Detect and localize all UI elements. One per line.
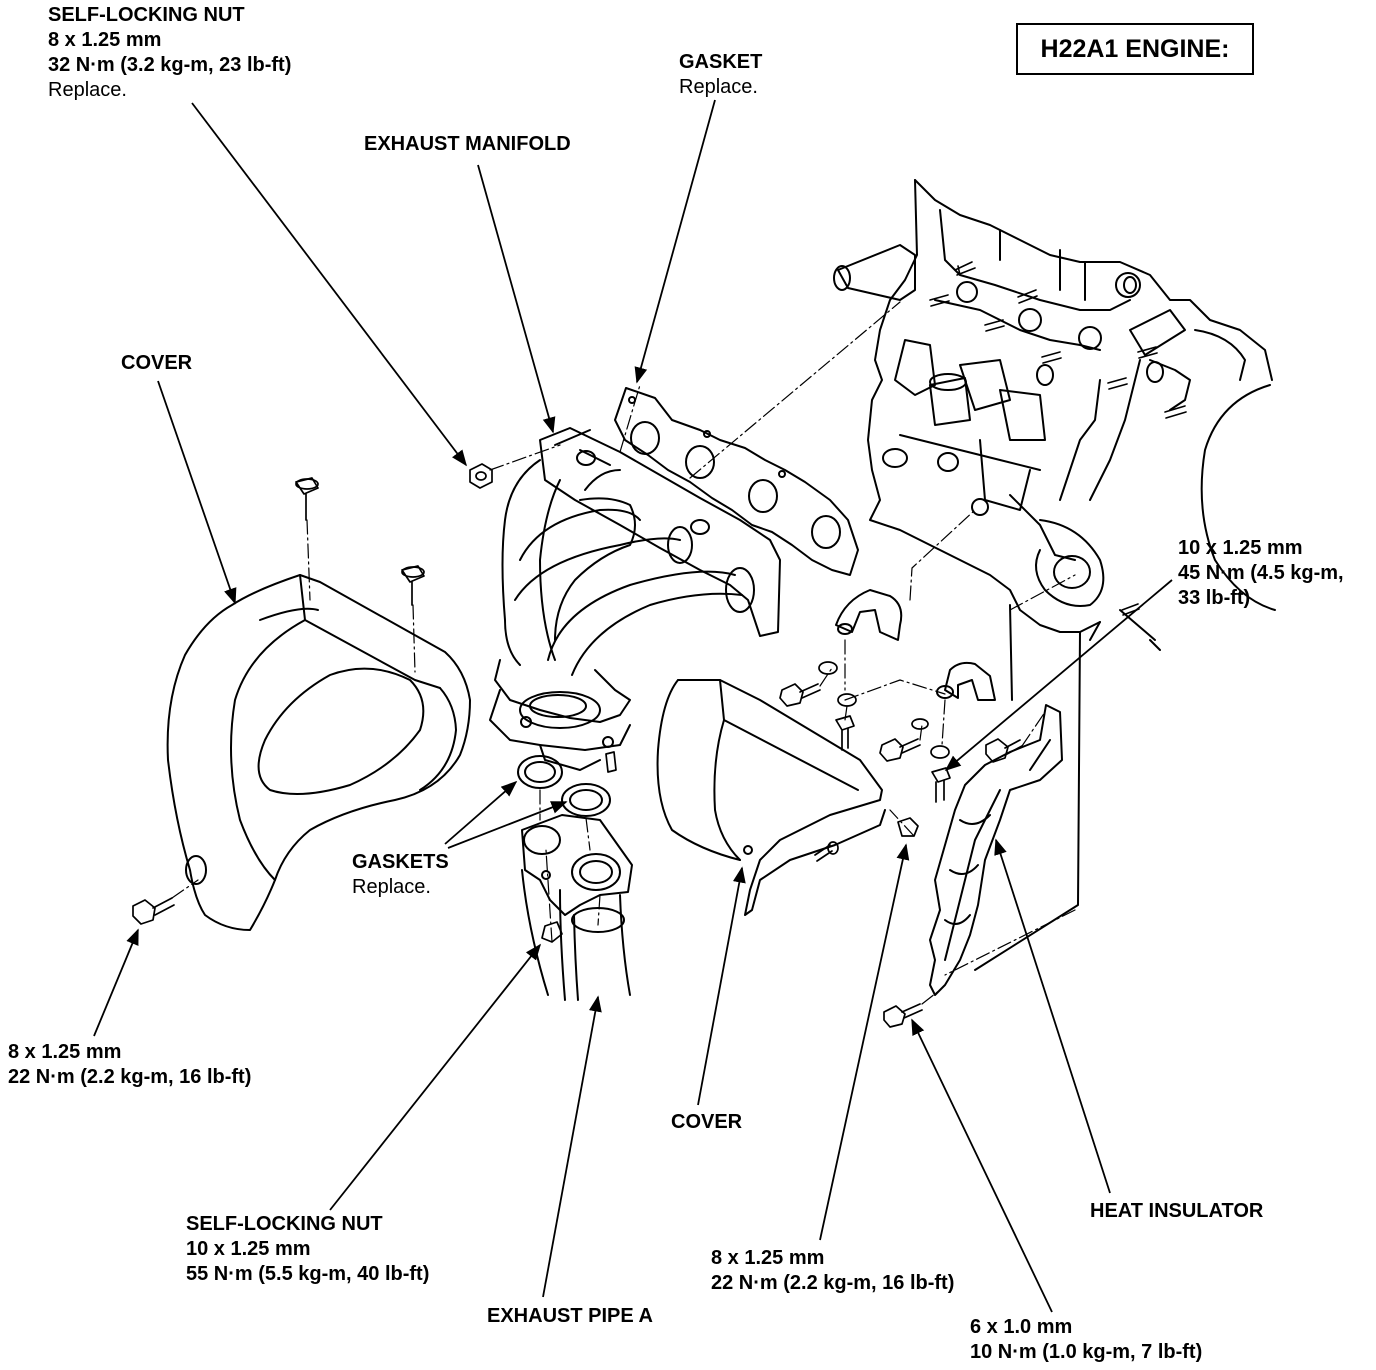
label-bolt-small: 6 x 1.0 mm 10 N·m (1.0 kg-m, 7 lb-ft) (970, 1315, 1202, 1365)
gasket-name: GASKET (679, 51, 763, 73)
bolt-left-size: 8 x 1.25 mm (8, 1041, 122, 1063)
heat-insulator-shape (929, 704, 1063, 996)
bolt-right-torque-1: 45 N·m (4.5 kg-m, (1178, 562, 1344, 584)
engine-title: H22A1 ENGINE: (1016, 23, 1254, 75)
nut-top-size: 8 x 1.25 mm (48, 29, 162, 51)
fasteners (132, 463, 1023, 1028)
label-nut-top: SELF-LOCKING NUT 8 x 1.25 mm 32 N·m (3.2… (48, 3, 291, 103)
gaskets-name: GASKETS (352, 851, 449, 873)
label-heat-insulator: HEAT INSULATOR (1090, 1199, 1263, 1224)
bolt-small-size: 6 x 1.0 mm (970, 1316, 1073, 1338)
small-gaskets (517, 755, 611, 817)
label-gaskets: GASKETS Replace. (352, 850, 449, 900)
cover-left-shape (166, 574, 471, 931)
nut-top-note: Replace. (48, 79, 127, 101)
label-exhaust-pipe: EXHAUST PIPE A (487, 1304, 653, 1329)
bolt-center-size: 8 x 1.25 mm (711, 1247, 825, 1269)
nut-bottom-torque: 55 N·m (5.5 kg-m, 40 lb-ft) (186, 1263, 430, 1285)
cover-center-shape (656, 679, 886, 916)
label-bolt-center: 8 x 1.25 mm 22 N·m (2.2 kg-m, 16 lb-ft) (711, 1246, 954, 1296)
label-bolt-left: 8 x 1.25 mm 22 N·m (2.2 kg-m, 16 lb-ft) (8, 1040, 251, 1090)
bolt-left-torque: 22 N·m (2.2 kg-m, 16 lb-ft) (8, 1066, 252, 1088)
engine-studs (929, 261, 1187, 616)
bolt-center-torque: 22 N·m (2.2 kg-m, 16 lb-ft) (711, 1272, 955, 1294)
nut-bottom-name: SELF-LOCKING NUT (186, 1213, 383, 1235)
cover-left-name: COVER (121, 352, 193, 374)
exhaust-pipe-name: EXHAUST PIPE A (487, 1305, 653, 1327)
nut-top-name: SELF-LOCKING NUT (48, 4, 245, 26)
heat-insulator-name: HEAT INSULATOR (1090, 1200, 1264, 1222)
label-gasket: GASKET Replace. (679, 50, 762, 100)
bolt-small-torque: 10 N·m (1.0 kg-m, 7 lb-ft) (970, 1341, 1203, 1363)
exhaust-pipe-shape (521, 814, 633, 1001)
assembly-lines (171, 301, 1076, 1005)
label-nut-bottom: SELF-LOCKING NUT 10 x 1.25 mm 55 N·m (5.… (186, 1212, 429, 1287)
bolt-right-torque-2: 33 lb-ft) (1178, 587, 1251, 609)
gasket-note: Replace. (679, 76, 758, 98)
exhaust-manifold-name: EXHAUST MANIFOLD (364, 133, 571, 155)
leader-arrows (93, 99, 1173, 1313)
gaskets-note: Replace. (352, 876, 431, 898)
label-exhaust-manifold: EXHAUST MANIFOLD (364, 132, 571, 157)
label-cover-left: COVER (121, 351, 192, 376)
exhaust-manifold (489, 427, 781, 771)
gasket-manifold (614, 387, 859, 576)
nut-top-torque: 32 N·m (3.2 kg-m, 23 lb-ft) (48, 54, 292, 76)
nut-bottom-size: 10 x 1.25 mm (186, 1238, 311, 1260)
cover-bottom-name: COVER (671, 1111, 743, 1133)
label-cover-bottom: COVER (671, 1110, 742, 1135)
label-bolt-right: 10 x 1.25 mm 45 N·m (4.5 kg-m, 33 lb-ft) (1178, 536, 1344, 611)
brackets (835, 589, 996, 701)
bolt-right-size: 10 x 1.25 mm (1178, 537, 1303, 559)
